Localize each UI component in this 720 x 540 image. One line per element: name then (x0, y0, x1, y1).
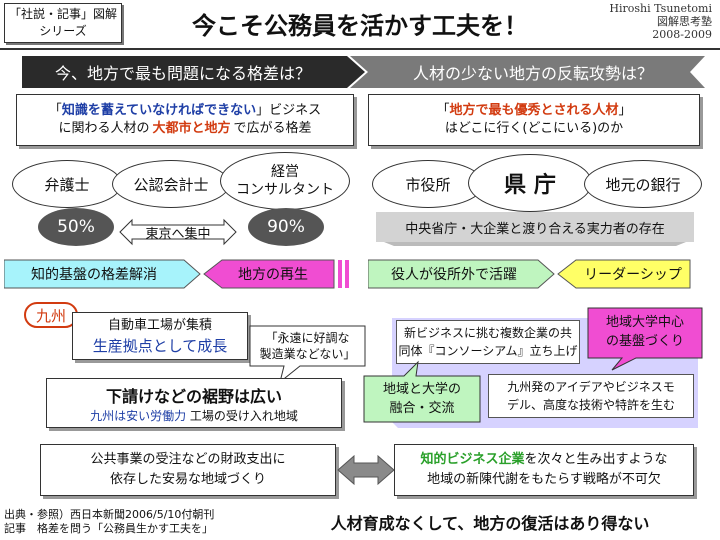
source-citation: 出典・参照）西日本新聞2006/5/10付朝刊 記事 格差を問う「公務員生かす工… (4, 508, 264, 536)
fusion-callout-shape (363, 360, 481, 423)
tokyo-concentration-label: 東京へ集中 (145, 226, 211, 242)
public-works-box: 公共事業の受注などの財政支出に 依存した安易な地域づくり (40, 444, 336, 496)
manufacturing-callout-line2: 製造業などない」 (259, 347, 356, 361)
oval-local-bank: 地元の銀行 (584, 160, 702, 208)
conclusion-text: 人材育成なくして、地方の復活はあり得ない (330, 514, 650, 533)
source-line1: 出典・参照）西日本新聞2006/5/10付朝刊 (4, 508, 215, 521)
quote-open-right: 「 (436, 103, 450, 118)
business-text: 」ビジネス (256, 103, 322, 118)
oval-lawyer: 弁護士 (12, 160, 122, 208)
oval-city-hall: 市役所 (372, 160, 484, 208)
left-statement-box: 「知識を蓄えていなければできない」ビジネス に関わる人材の大都市と地方で広がる格… (16, 94, 354, 146)
right-grey-bar-shape (376, 212, 694, 246)
strategy-line1: 知的ビジネス企業を次々と生み出すような (420, 450, 667, 470)
right-banner-text: 人材の少ない地方の反転攻勢は？ (412, 64, 653, 83)
pct-lawyer: 50% (38, 208, 114, 246)
manufacturing-callout-shape (249, 325, 366, 384)
public-works-line1: 公共事業の受注などの財政支出に (90, 452, 286, 467)
arrow-officials-outside: 役人が役所外で活躍 (391, 267, 517, 283)
pct-consultant: 90% (248, 208, 324, 246)
gap-text: で広がる格差 (233, 121, 312, 136)
arrow-regional-revival: 地方の再生 (238, 267, 308, 283)
series-label-line2: シリーズ (39, 24, 87, 38)
right-statement-line1: 「地方で最も優秀とされる人材」 (436, 102, 631, 120)
supplier-base-line1: 下請けなどの裾野は広い (105, 386, 282, 406)
city-region-highlight: 大都市と地方 (152, 121, 231, 136)
consortium-line1: 新ビジネスに挑む複数企業の共 (403, 326, 572, 340)
right-statement-box: 「地方で最も優秀とされる人材」 はどこに行く(どこにいる)のか (368, 94, 700, 146)
left-arrows-shape (4, 259, 349, 289)
ideas-line1: 九州発のアイデアやビジネスモ (507, 380, 675, 394)
arrow-leadership: リーダーシップ (584, 267, 682, 283)
author-years: 2008-2009 (652, 28, 712, 41)
university-callout: 地域大学中心 の基盤づくり (590, 310, 700, 354)
series-label-line1: 「社説・記事」図解 (8, 7, 117, 21)
header-divider (0, 48, 720, 50)
arrow-knowledge-gap: 知的基盤の格差解消 (31, 267, 157, 283)
factory-box: 自動車工場が集積 生産拠点として成長 (72, 312, 248, 360)
oval-consultant-line1: 経営 (271, 164, 299, 180)
oval-prefectural-office: 県 庁 (468, 154, 592, 212)
oval-consultant-line2: コンサルタント (236, 182, 334, 198)
consortium-box: 新ビジネスに挑む複数企業の共 同体『コンソーシアム』立ち上げ (396, 320, 580, 364)
talent-text: に関わる人材の (58, 121, 150, 136)
page-title: 今こそ公務員を活かす工夫を！ (192, 11, 528, 40)
ideas-box: 九州発のアイデアやビジネスモ デル、高度な技術や特許を生む (488, 374, 694, 418)
strategy-line2: 地域の新陳代謝をもたらす戦略が不可欠 (427, 472, 661, 487)
tokyo-double-arrow (119, 218, 237, 246)
supplier-base-line2: 九州は安い労働力 工場の受け入れ地域 (90, 407, 298, 424)
right-banner-shape (350, 56, 705, 88)
author-info: Hiroshi Tsunetomi 図解思考塾 2008-2009 (592, 2, 712, 41)
factory-line1: 自動車工場が集積 (107, 318, 212, 333)
strategy-line1-rest: を次々と生み出すような (524, 452, 668, 467)
excellent-talent-highlight: 地方で最も優秀とされる人材 (449, 103, 619, 118)
manufacturing-callout: 「永遠に好調な 製造業などない」 (250, 326, 365, 366)
right-grey-bar-text: 中央省庁・大企業と渡り合える実力者の存在 (405, 221, 665, 237)
fusion-line2: 融合・交流 (389, 401, 455, 416)
university-callout-line1: 地域大学中心 (605, 315, 684, 330)
knowledge-highlight: 知識を蓄えていなければできない (61, 103, 257, 118)
right-statement-line2: はどこに行く(どこにいる)のか (444, 121, 624, 136)
oval-consultant: 経営 コンサルタント (220, 152, 350, 210)
university-callout-shape (587, 307, 703, 371)
left-banner-text: 今、地方で最も問題になる格差は？ (54, 64, 311, 83)
fusion-line1: 地域と大学の (382, 382, 461, 397)
factory-line2: 生産拠点として成長 (92, 337, 228, 355)
university-callout-line2: の基盤づくり (605, 334, 684, 349)
kyushu-label: 九州 (24, 302, 78, 328)
factory-host-text: 工場の受け入れ地域 (189, 408, 298, 423)
left-statement-line1: 「知識を蓄えていなければできない」ビジネス (49, 102, 321, 120)
series-label-box: 「社説・記事」図解 シリーズ (4, 3, 122, 43)
source-line2: 記事 格差を問う「公務員生かす工夫を」 (4, 522, 213, 535)
intellectual-business-highlight: 知的ビジネス企業 (420, 452, 525, 467)
fusion-callout: 地域と大学の 融合・交流 (364, 378, 480, 420)
quote-close-right: 」 (618, 103, 632, 118)
left-statement-line2: に関わる人材の大都市と地方で広がる格差 (58, 120, 311, 138)
left-banner-shape (22, 56, 365, 88)
author-org: 図解思考塾 (657, 15, 712, 28)
public-works-line2: 依存した安易な地域づくり (109, 472, 266, 487)
ideas-line2: デル、高度な技術や特許を生む (506, 398, 675, 412)
supplier-base-box: 下請けなどの裾野は広い 九州は安い労働力 工場の受け入れ地域 (46, 378, 342, 428)
cheap-labor-text: 九州は安い労働力 (90, 408, 187, 423)
consortium-line2: 同体『コンソーシアム』立ち上げ (398, 344, 578, 358)
quote-open: 「 (48, 103, 62, 118)
oval-cpa: 公認会計士 (112, 160, 230, 208)
manufacturing-callout-line1: 「永遠に好調な (265, 331, 350, 345)
author-name: Hiroshi Tsunetomi (609, 2, 712, 15)
right-arrows-shape (368, 259, 691, 289)
strategy-box: 知的ビジネス企業を次々と生み出すような 地域の新陳代謝をもたらす戦略が不可欠 (394, 444, 694, 496)
contrast-double-arrow (337, 454, 395, 486)
